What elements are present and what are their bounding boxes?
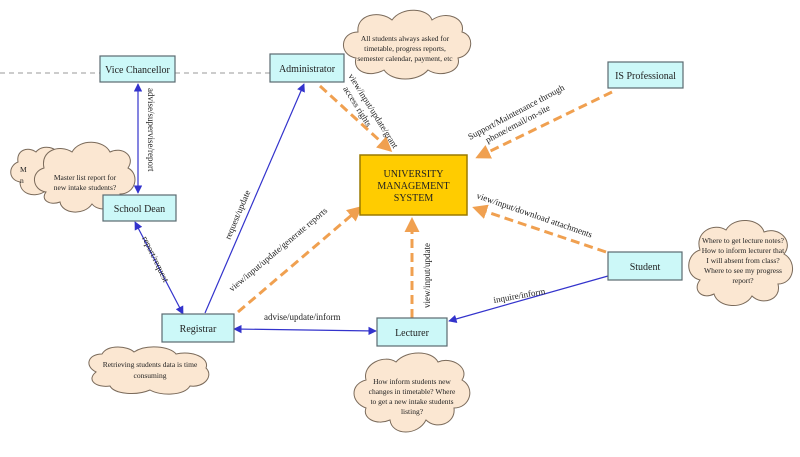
edge-label-lecturer-system: view/input/update — [422, 243, 432, 308]
edge-student-lecturer — [448, 275, 609, 323]
actor-student: Student — [607, 251, 683, 281]
system-label-line: UNIVERSITY — [384, 169, 444, 180]
note-line: Where to see my progress — [704, 266, 782, 275]
note-line: changes in timetable? Where — [369, 387, 456, 396]
edge-student-system — [472, 204, 607, 254]
edge-label-admin-system: view/input/update/grantaccess rights — [337, 72, 401, 156]
actor-label: Registrar — [180, 324, 217, 335]
actor-lecturer: Lecturer — [376, 317, 448, 347]
actor-label: Student — [630, 262, 661, 273]
note-line: timetable, progress reports, — [364, 44, 446, 53]
edge-label-registrar-system: view/input/update/generate reports — [227, 205, 330, 293]
note-line: to get a new intake students — [370, 397, 453, 406]
note-line: listing? — [401, 407, 424, 416]
svg-text:Retrieving students data is ti: Retrieving students data is time consumin… — [103, 360, 198, 380]
edge-label-registrar-lecturer: advise/update/inform — [264, 312, 340, 322]
actor-is-professional: IS Professional — [607, 61, 684, 89]
note-line: Retrieving students data is time — [103, 360, 198, 369]
note-line: semester calendar, payment, etc — [357, 54, 453, 63]
actor-label: School Dean — [114, 204, 165, 215]
note-cloud-registrar: Retrieving students data is time consumin… — [88, 346, 210, 395]
note-line: I will absent from class? — [706, 256, 780, 265]
note-line: How inform students new — [373, 377, 451, 386]
system-label-line: SYSTEM — [394, 193, 434, 204]
actor-label: IS Professional — [615, 71, 676, 82]
actor-vice-chancellor: Vice Chancellor — [99, 55, 176, 83]
system-label-line: MANAGEMENT — [377, 181, 449, 192]
edge-dean-registrar — [134, 221, 184, 315]
edge-registrar-lecturer — [233, 324, 377, 336]
note-line: new intake students? — [54, 183, 117, 192]
actor-registrar: Registrar — [161, 313, 235, 343]
edge-label-is-system: Support/Maintenance throughphone/email/o… — [466, 82, 571, 151]
edge-label-line: Support/Maintenance through — [466, 82, 566, 142]
actor-school-dean: School Dean — [102, 194, 177, 222]
note-line: consuming — [134, 371, 167, 380]
actor-label: Lecturer — [395, 328, 430, 339]
actor-administrator: Administrator — [269, 53, 345, 83]
note-line: Master list report for — [54, 173, 117, 182]
actor-label: Administrator — [279, 64, 336, 75]
note-line: Where to get lecture notes? — [702, 236, 785, 245]
note-line: All students always asked for — [361, 34, 450, 43]
note-line: How to inform lecturer that — [702, 246, 785, 255]
note-cloud-student: Where to get lecture notes?How to inform… — [688, 220, 793, 306]
edge-is-system — [475, 90, 613, 159]
svg-text:Mn: Mn — [20, 165, 27, 185]
actor-label: Vice Chancellor — [105, 65, 170, 76]
edge-label-line: view/input/update/grant — [346, 72, 400, 151]
edge-label-vc-dean: advise/supervise/report — [146, 88, 156, 172]
edge-registrar-admin — [204, 83, 305, 314]
note-line: n — [20, 176, 24, 185]
note-line: M — [20, 165, 27, 174]
edge-label-dean-registrar: report/request — [140, 234, 171, 284]
edge-registrar-system — [237, 206, 363, 314]
edge-admin-system — [318, 84, 393, 153]
edge-label-student-lecturer: inquire/inform — [493, 286, 546, 305]
note-line: report? — [732, 276, 754, 285]
svg-text:Where to get lecture notes?How: Where to get lecture notes?How to inform… — [702, 236, 785, 285]
